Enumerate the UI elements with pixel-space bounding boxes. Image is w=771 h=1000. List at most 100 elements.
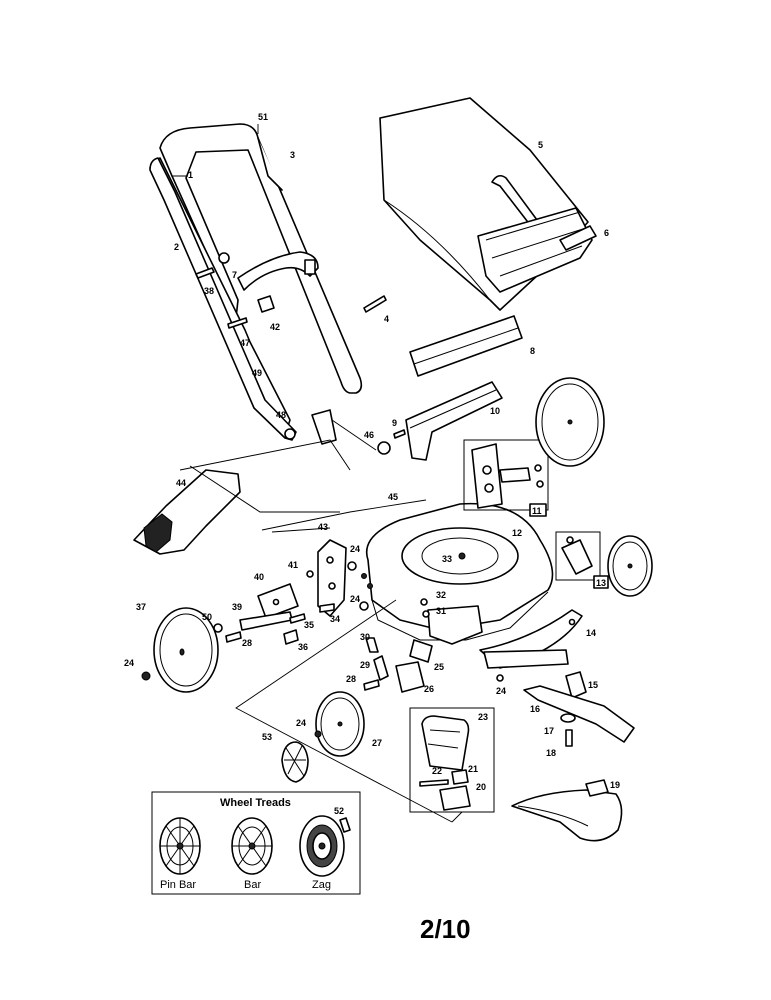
label-48: 48 xyxy=(276,410,286,420)
label-8: 8 xyxy=(530,346,535,356)
bar-label: Bar xyxy=(244,879,261,891)
bolt-18 xyxy=(565,729,573,747)
label-28-left: 28 xyxy=(242,638,252,648)
side-chute-assembly xyxy=(511,779,623,842)
cable-22 xyxy=(419,779,449,787)
mower-blade xyxy=(523,685,635,743)
label-50: 50 xyxy=(202,612,212,622)
blade-assembly xyxy=(523,671,635,747)
bracket-41 xyxy=(317,539,347,617)
label-9: 9 xyxy=(392,418,397,428)
label-21: 21 xyxy=(468,764,478,774)
label-20: 20 xyxy=(476,782,486,792)
label-10: 10 xyxy=(490,406,500,416)
nut-24a xyxy=(347,561,357,571)
plate-25 xyxy=(409,639,433,663)
nut-24e xyxy=(314,730,322,738)
label-35: 35 xyxy=(304,620,314,630)
deck-front-lip xyxy=(427,605,483,645)
label-5: 5 xyxy=(538,140,543,150)
label-24-front: 24 xyxy=(296,718,306,728)
bolt-34 xyxy=(319,603,335,613)
front-bracket xyxy=(561,539,593,575)
label-16: 16 xyxy=(530,704,540,714)
nut-24b xyxy=(359,601,369,611)
front-wheel-right xyxy=(607,535,653,597)
grass-bag-assembly xyxy=(379,97,597,311)
height-adjust-assembly xyxy=(463,439,549,517)
handle-left-tube xyxy=(149,157,297,441)
label-1: 1 xyxy=(188,170,193,180)
chute-door xyxy=(405,381,503,461)
baffle-strip xyxy=(483,649,569,669)
callout-label-11 xyxy=(529,503,547,517)
label-47: 47 xyxy=(240,338,250,348)
wheel-treads-legend: Wheel Treads 52 Pin Bar Bar Zag xyxy=(151,791,361,895)
label-14: 14 xyxy=(586,628,596,638)
label-45: 45 xyxy=(388,492,398,502)
deck-assembly xyxy=(361,502,554,645)
bracket-20 xyxy=(439,785,471,811)
page-number: 2/10 xyxy=(420,914,471,944)
front-wheel-left xyxy=(281,691,365,783)
plate-26 xyxy=(395,661,425,693)
bag-frame xyxy=(477,207,593,293)
label-33: 33 xyxy=(442,554,452,564)
label-31: 31 xyxy=(436,606,446,616)
nut-48 xyxy=(284,428,296,440)
label-2: 2 xyxy=(174,242,179,252)
left-height-bracket xyxy=(213,539,430,645)
nut-24d xyxy=(496,674,504,682)
label-3: 3 xyxy=(290,150,295,160)
rod-4 xyxy=(363,295,387,313)
lower-handle-end xyxy=(311,409,337,445)
cable-3 xyxy=(257,137,283,191)
bolt-9 xyxy=(393,429,406,439)
bolt-31 xyxy=(422,610,430,618)
rear-wheel-right xyxy=(535,377,605,467)
label-43: 43 xyxy=(318,522,328,532)
mulch-plug-assembly xyxy=(133,439,351,555)
label-7: 7 xyxy=(232,270,237,280)
label-37: 37 xyxy=(136,602,146,612)
nut-24c xyxy=(141,671,151,681)
upper-handle xyxy=(159,123,363,394)
height-bracket xyxy=(471,443,503,509)
label-46: 46 xyxy=(364,430,374,440)
throttle-shield-assembly xyxy=(409,707,495,813)
label-27: 27 xyxy=(372,738,382,748)
label-42: 42 xyxy=(270,322,280,332)
label-6: 6 xyxy=(604,228,609,238)
wheel-treads-title: Wheel Treads xyxy=(220,797,291,809)
front-bracket-assembly xyxy=(555,531,609,589)
bolt-47 xyxy=(227,317,248,329)
blade-adapter xyxy=(565,671,587,699)
pin-bar-tread xyxy=(159,817,201,875)
bolt-32 xyxy=(420,598,428,606)
pin-bar-label: Pin Bar xyxy=(160,879,196,891)
grass-bag xyxy=(379,97,589,311)
rear-chute xyxy=(377,315,523,461)
label-24-mid: 24 xyxy=(350,594,360,604)
label-39: 39 xyxy=(232,602,242,612)
label-53: 53 xyxy=(262,732,272,742)
callout-label-13 xyxy=(593,575,609,589)
label-15: 15 xyxy=(588,680,598,690)
label-12: 12 xyxy=(512,528,522,538)
bolt-28b xyxy=(363,679,380,691)
label-24-left: 24 xyxy=(124,658,134,668)
part-labels: 51 1 3 2 7 38 4 42 47 49 48 5 6 8 9 10 4… xyxy=(124,112,620,792)
bar-tread xyxy=(231,817,273,875)
label-22: 22 xyxy=(432,766,442,776)
label-24-baffle: 24 xyxy=(496,686,506,696)
label-17: 17 xyxy=(544,726,554,736)
side-chute xyxy=(511,789,623,842)
label-44: 44 xyxy=(176,478,186,488)
handle-bracket xyxy=(304,259,316,275)
handle-assembly xyxy=(149,123,387,445)
knob-7 xyxy=(218,252,230,264)
baffle-assembly xyxy=(479,609,583,682)
label-28-mid: 28 xyxy=(346,674,356,684)
label-18: 18 xyxy=(546,748,556,758)
